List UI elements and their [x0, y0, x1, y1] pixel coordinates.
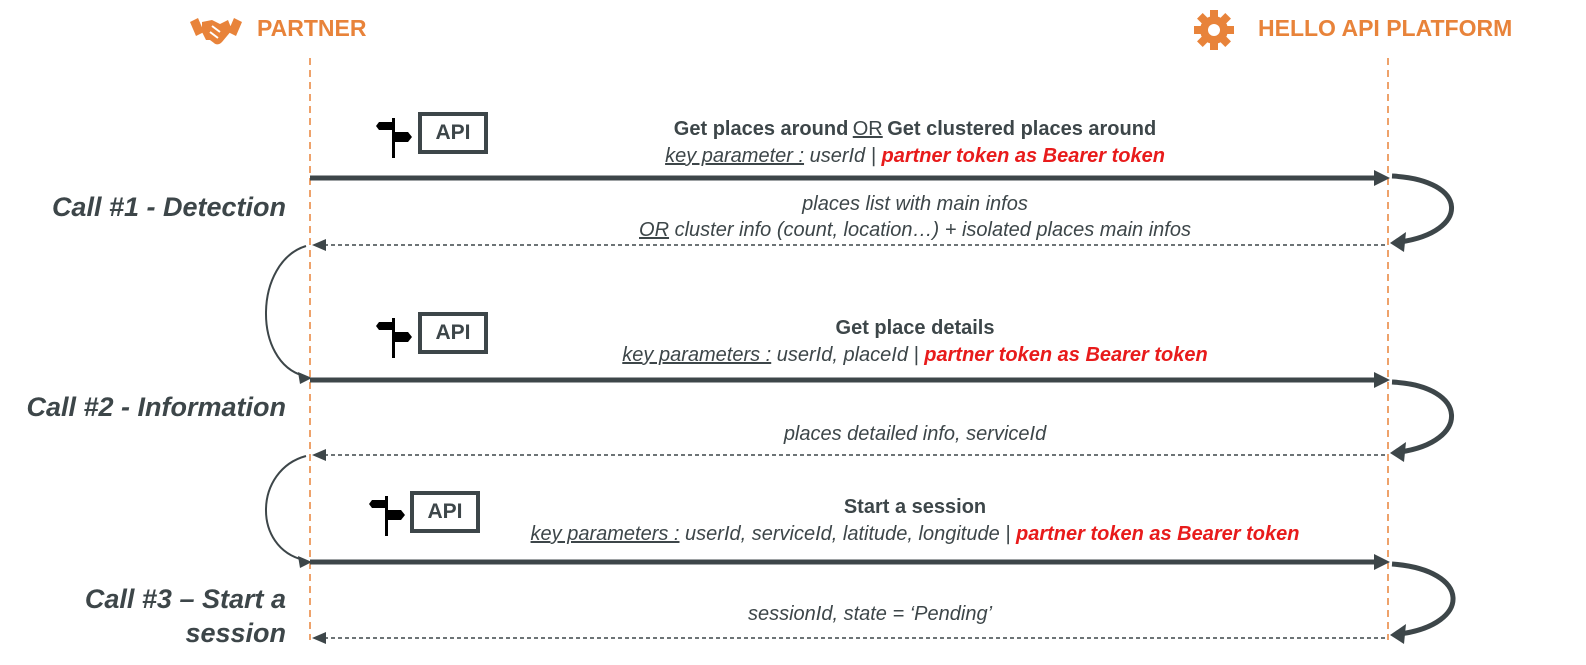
call1-label: Call #1 - Detection [51, 192, 286, 222]
partner-loop-2 [265, 455, 307, 561]
platform-loop-2 [1391, 379, 1454, 455]
call1-title-a: Get places around [673, 118, 849, 140]
signpost-icon [376, 318, 412, 358]
call3-label: Call #3 – Start a session [10, 582, 286, 650]
call1-response-line2: OR cluster info (count, location…) + iso… [400, 217, 1430, 243]
platform-label: HELLO API PLATFORM [1258, 15, 1513, 41]
call3-label-line1: Call #3 – Start a [84, 584, 286, 614]
platform-loop-1 [1391, 173, 1454, 245]
call3-response-line1: sessionId, state = ‘Pending’ [747, 603, 993, 625]
call3-params-label: key parameters : [530, 523, 680, 545]
call3-request-title: Start a session [843, 496, 987, 518]
call3-token: partner token as Bearer token [1016, 523, 1300, 545]
call1-response-or: OR [639, 219, 670, 241]
call2-request-params: key parameters : userId, placeId | partn… [400, 342, 1430, 370]
call1-title-b: Get clustered places around [887, 118, 1157, 140]
signpost-icon [376, 118, 412, 158]
partner-label: PARTNER [257, 15, 367, 41]
call1-request-title: Get places around OR Get clustered place… [400, 116, 1430, 144]
handshake-icon [188, 10, 244, 50]
call3-request-params: key parameters : userId, serviceId, lati… [400, 521, 1430, 549]
partner-loop-1 [265, 245, 307, 377]
call1-request-params: key parameter : userId | partner token a… [400, 143, 1430, 171]
call3-params-values: userId, serviceId, latitude, longitude | [679, 523, 1016, 545]
call2-request-title: Get place details [835, 317, 995, 339]
call1-title-or: OR [852, 118, 883, 140]
call1-token: partner token as Bearer token [881, 145, 1165, 167]
signpost-icon [369, 496, 405, 536]
call2-params-label: key parameters : [622, 344, 772, 366]
api-badge-2: API [418, 312, 488, 354]
call3-label-line2: session [185, 618, 286, 648]
call2-label: Call #2 - Information [26, 392, 286, 422]
call1-response-text: cluster info (count, location…) + isolat… [669, 219, 1191, 241]
api-badge-3: API [410, 491, 480, 533]
gear-icon [1193, 9, 1235, 51]
platform-loop-3 [1391, 561, 1456, 637]
call1-params-label: key parameter : [665, 145, 805, 167]
call2-token: partner token as Bearer token [924, 344, 1208, 366]
call1-params-values: userId | [804, 145, 882, 167]
api-badge-1: API [418, 112, 488, 154]
call2-params-values: userId, placeId | [771, 344, 925, 366]
call1-response-line1: places list with main infos [802, 193, 1028, 215]
call2-response-line1: places detailed info, serviceId [783, 423, 1047, 445]
